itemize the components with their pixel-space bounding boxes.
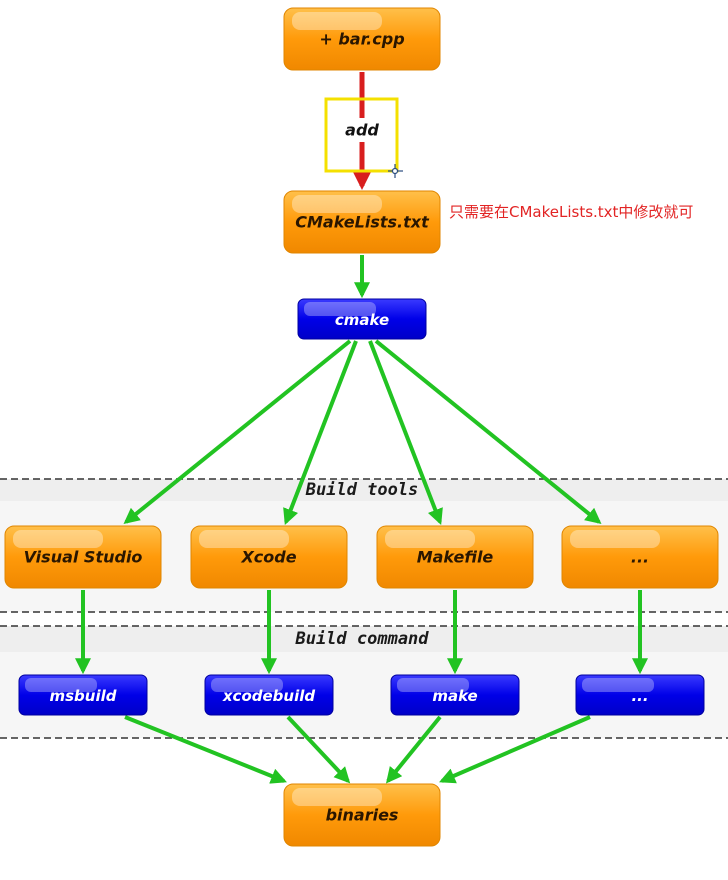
node-label-more-tools: ... xyxy=(631,548,649,567)
node-visual-studio[interactable]: Visual Studio xyxy=(4,525,162,589)
node-label-xcodebuild: xcodebuild xyxy=(222,687,315,705)
arrow-make-to-binaries xyxy=(385,715,442,784)
node-bar-cpp[interactable]: + bar.cpp xyxy=(283,7,441,71)
node-msbuild[interactable]: msbuild xyxy=(18,674,148,716)
node-label-cmake: cmake xyxy=(335,311,389,329)
add-edge-highlight: add xyxy=(324,97,399,173)
arrow-group xyxy=(75,255,648,784)
node-cmake[interactable]: cmake xyxy=(297,298,427,340)
node-binaries[interactable]: binaries xyxy=(283,783,441,847)
node-label-msbuild: msbuild xyxy=(50,687,117,705)
node-label-binaries: binaries xyxy=(326,806,399,825)
edge-label-add: add xyxy=(345,121,379,140)
band-label-build-tools: Build tools xyxy=(305,480,419,500)
node-label-cmakelists: CMakeLists.txt xyxy=(295,213,430,232)
node-label-more-commands: ... xyxy=(631,687,648,705)
node-label-bar-cpp: + bar.cpp xyxy=(319,30,404,49)
node-label-make: make xyxy=(432,687,477,705)
node-more-tools[interactable]: ... xyxy=(561,525,719,589)
arrow-more-commands-to-binaries xyxy=(439,715,591,784)
crosshair-cursor-icon xyxy=(388,164,403,178)
node-label-makefile: Makefile xyxy=(417,548,494,567)
node-xcode[interactable]: Xcode xyxy=(190,525,348,589)
band-label-build-command: Build command xyxy=(294,629,429,649)
arrow-cmake-to-xcode xyxy=(283,340,358,525)
node-label-xcode: Xcode xyxy=(240,548,296,567)
arrow-cmake-to-more-tools xyxy=(374,339,602,525)
arrow-msbuild-to-binaries xyxy=(124,715,287,784)
annotation-note: 只需要在CMakeLists.txt中修改就可 xyxy=(449,203,694,221)
arrow-cmake-to-makefile xyxy=(368,340,443,525)
arrow-xcodebuild-to-binaries xyxy=(286,715,351,784)
node-cmakelists[interactable]: CMakeLists.txt xyxy=(283,190,441,254)
node-makefile[interactable]: Makefile xyxy=(376,525,534,589)
node-xcodebuild[interactable]: xcodebuild xyxy=(204,674,334,716)
arrow-cmake-to-visual-studio xyxy=(123,339,352,525)
node-more-commands[interactable]: ... xyxy=(575,674,705,716)
node-label-visual-studio: Visual Studio xyxy=(24,548,143,567)
node-make[interactable]: make xyxy=(390,674,520,716)
